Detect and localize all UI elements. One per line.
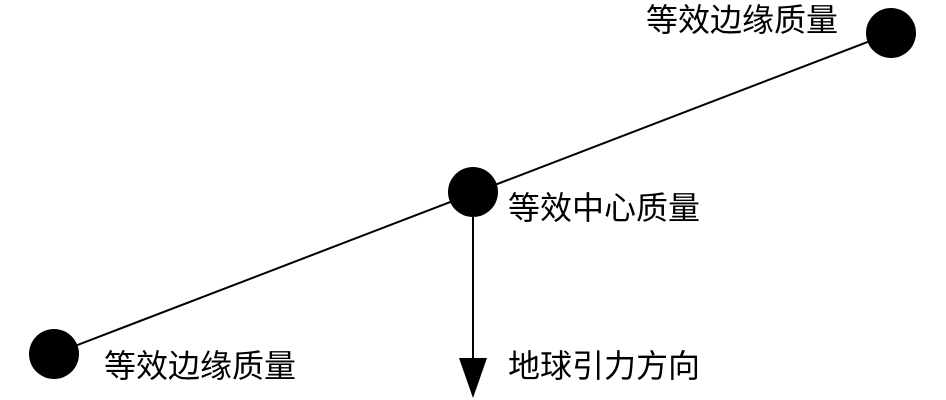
gravity-arrow-head <box>459 358 487 398</box>
bottom-edge-mass-dot <box>29 329 79 379</box>
top-edge-mass-label: 等效边缘质量 <box>646 1 839 39</box>
center-mass-dot <box>448 167 498 217</box>
bottom-edge-mass-label: 等效边缘质量 <box>104 347 297 385</box>
center-mass-label: 等效中心质量 <box>508 189 701 227</box>
top-edge-mass-dot <box>866 8 916 58</box>
gravity-direction-label: 地球引力方向 <box>508 347 701 385</box>
